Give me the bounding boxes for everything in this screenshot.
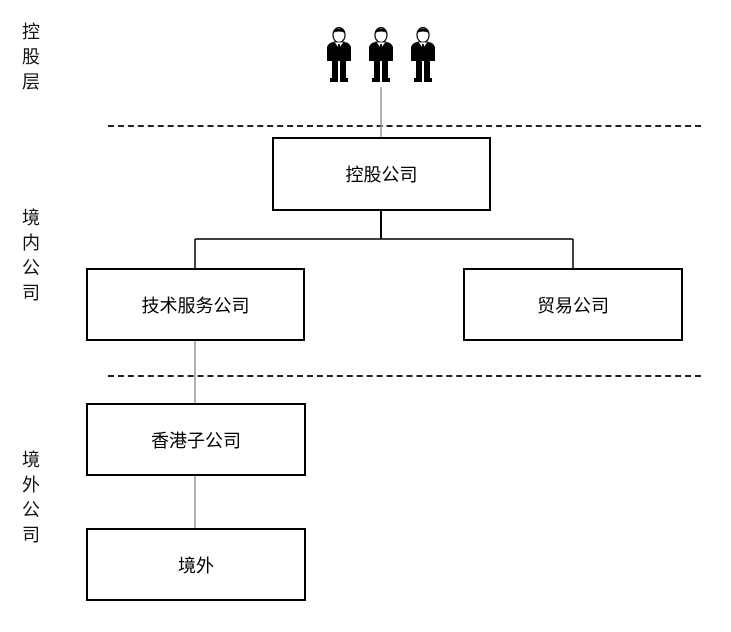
- node-tech-services: 技术服务公司: [86, 268, 305, 341]
- tier-separator-top: [108, 125, 701, 127]
- tier-separator-bottom: [108, 375, 701, 377]
- node-overseas: 境外: [86, 528, 306, 601]
- person-icon: [410, 27, 436, 83]
- node-hk-subsidiary-label: 香港子公司: [151, 430, 241, 452]
- tier-label-domestic-text: 境内公司: [22, 208, 40, 304]
- node-overseas-label: 境外: [178, 555, 214, 577]
- node-trading-label: 贸易公司: [537, 295, 609, 317]
- person-icon: [326, 27, 352, 83]
- tier-label-overseas: 境外公司: [20, 448, 42, 548]
- shareholders-icon-group: [326, 27, 436, 83]
- node-holding-company-label: 控股公司: [345, 165, 418, 186]
- tier-label-holding: 控股层: [20, 20, 42, 95]
- node-hk-subsidiary: 香港子公司: [86, 403, 306, 476]
- tier-label-overseas-text: 境外公司: [22, 450, 40, 546]
- node-holding-company: 控股公司: [272, 137, 491, 211]
- tier-label-domestic: 境内公司: [20, 206, 42, 306]
- node-tech-services-label: 技术服务公司: [141, 295, 250, 317]
- person-icon: [368, 27, 394, 83]
- node-trading: 贸易公司: [463, 268, 683, 341]
- tier-label-holding-text: 控股层: [22, 22, 40, 93]
